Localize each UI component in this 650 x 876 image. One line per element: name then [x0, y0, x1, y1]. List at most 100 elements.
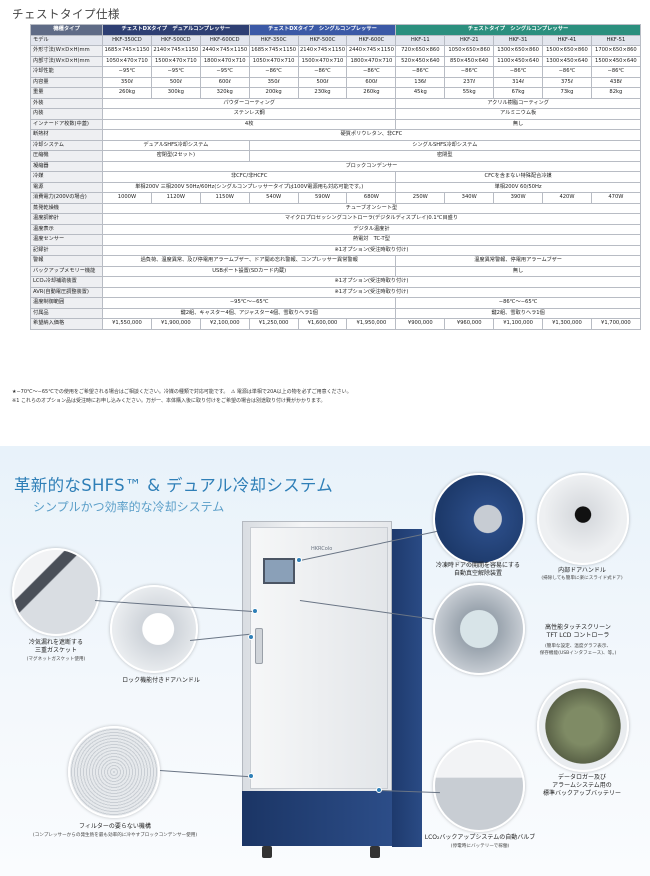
spec-cell: 350ℓ — [102, 76, 152, 88]
spec-cell: −95℃ — [102, 66, 152, 78]
spec-row-label: 断熱材 — [30, 129, 103, 141]
spec-cell: −95℃ — [150, 66, 201, 78]
spec-cell: 無し — [395, 265, 641, 277]
caption-vacuum: 冷凍時ドアの開閉を容易にする 自動真空解除装置 — [428, 562, 528, 578]
price-cell: ¥2,100,000 — [199, 318, 250, 330]
price-cell: ¥1,600,000 — [297, 318, 348, 330]
price-cell: ¥1,900,000 — [150, 318, 201, 330]
callout-dot — [252, 608, 258, 614]
spec-cell: −86℃ — [590, 66, 641, 78]
spec-cell: 230kg — [297, 87, 348, 99]
callout-dot — [248, 634, 254, 640]
caption-touchscreen-sub: (簡単な設定、温度グラフ表示、 保存機能(USBインタフェース)、等。) — [539, 644, 617, 656]
battery-photo — [537, 680, 629, 772]
gasket-photo — [12, 548, 100, 636]
spec-row-label: 温度表示 — [30, 223, 103, 235]
spec-cell: 2140×745×1150 — [297, 45, 348, 57]
caption-vacuum-text: 冷凍時ドアの開閉を容易にする 自動真空解除装置 — [435, 562, 521, 577]
callout-dot — [248, 773, 254, 779]
section-title: チェストタイプ仕様 — [12, 7, 120, 21]
model-name: HKF-51 — [590, 34, 641, 46]
spec-cell: 1150W — [199, 192, 250, 204]
spec-cell: −86℃ — [297, 66, 348, 78]
spec-cell: 73kg — [542, 87, 592, 99]
spec-cell: 2440×745×1150 — [199, 45, 250, 57]
spec-row: 温度センサー熱電対 TC-T型 — [30, 234, 641, 246]
spec-cell: 熱電対 TC-T型 — [102, 234, 641, 246]
spec-header-cell: チェストDXタイプ デュアルコンプレッサー — [102, 24, 250, 36]
spec-cell: 単相200V 三相200V 50Hz/60Hz(シングルコンプレッサータイプは1… — [101, 181, 397, 193]
lock-handle-photo — [110, 585, 198, 673]
spec-cell: 1100×450×640 — [493, 55, 544, 67]
spec-row-label: モデル — [30, 34, 103, 46]
spec-cell: CFCを含まない特殊配合冷媒 — [395, 171, 641, 183]
spec-cell: 1500×470×710 — [297, 55, 348, 67]
spec-cell: 82kg — [590, 87, 641, 99]
spec-row-label: 温度制御範囲 — [30, 297, 103, 309]
spec-cell: 600ℓ — [346, 76, 397, 88]
model-name: HKF-350CD — [102, 34, 152, 46]
spec-cell: 680W — [346, 192, 397, 204]
spec-cell: 200kg — [248, 87, 299, 99]
model-name: HKF-350C — [248, 34, 299, 46]
spec-row: 温度調節計マイクロプロセッシングコントローラ(デジタルディスプレイ)0.1℃目盛… — [30, 213, 641, 225]
price-cell: ¥1,300,000 — [542, 318, 592, 330]
footnote-cooling: ★−70℃〜−65℃での使用をご希望される場合はご相談ください。冷媒の種類で対応… — [12, 389, 352, 395]
spec-row-label: LCO₂冷却補助装置 — [30, 276, 103, 288]
spec-cell: 500ℓ — [297, 76, 348, 88]
caption-touchscreen: 高性能タッチスクリーン TFT LCD コントローラ — [545, 624, 611, 639]
spec-cell: シングルSHFS冷却システム — [248, 139, 641, 151]
spec-row-label: AVR(自動電圧調整装置) — [30, 286, 103, 298]
spec-header-row: 機種タイプチェストDXタイプ デュアルコンプレッサーチェストDXタイプ シングル… — [30, 24, 641, 36]
spec-cell: ※1オプション(受注時取り付け) — [102, 276, 641, 288]
vacuum-release-photo — [433, 473, 525, 565]
spec-row-label: バックアップメモリー機能 — [30, 265, 103, 277]
spec-cell: 4枚 — [101, 118, 397, 130]
spec-cell: 1685×745×1150 — [248, 45, 299, 57]
spec-cell: アルミニウム板 — [395, 108, 641, 120]
spec-cell: 1120W — [150, 192, 201, 204]
spec-cell: 314ℓ — [493, 76, 544, 88]
spec-row-label: 冷却システム — [30, 139, 103, 151]
caption-filter-sub: (コンプレッサーからの発生熱を最も効率的に冷やすブロックコンデンサー使用) — [32, 833, 198, 838]
spec-cell: 1300×450×640 — [542, 55, 592, 67]
spec-cell: 237ℓ — [444, 76, 495, 88]
spec-row: 温度制御範囲−95℃〜−65℃−86℃〜−65℃ — [30, 297, 641, 309]
door-handle — [255, 628, 263, 664]
spec-cell: 硬質ポリウレタン、非CFC — [102, 129, 641, 141]
spec-cell: 1800×470×710 — [346, 55, 397, 67]
spec-row-label: 内装 — [30, 108, 103, 120]
touchscreen-photo — [433, 583, 525, 675]
freezer-side-panel — [392, 529, 422, 847]
spec-cell: 単相200V 60/50Hz — [395, 181, 641, 193]
spec-cell: 590W — [297, 192, 348, 204]
spec-row: 内装ステンレス鋼アルミニウム板 — [30, 108, 641, 120]
caster-wheel — [370, 846, 380, 858]
spec-row-label: 内部寸法(W×D×H)mm — [30, 55, 103, 67]
feature-headline: 革新的なSHFS™ & デュアル冷却システム — [14, 476, 334, 495]
callout-dot — [296, 557, 302, 563]
spec-cell: 260kg — [102, 87, 152, 99]
spec-cell: 850×450×640 — [444, 55, 495, 67]
spec-cell: 420W — [542, 192, 592, 204]
model-name: HKF-11 — [395, 34, 446, 46]
spec-row-label: 内容量 — [30, 76, 103, 88]
footnote-options: ※1 これらのオプション品は受注時にお申し込みください。万が一、本体購入後に取り… — [12, 398, 326, 404]
caption-valve: LCO₂バックアップシステムの自動バルブ — [424, 834, 536, 841]
model-name: HKF-31 — [493, 34, 544, 46]
freezer-illustration: HKRColo — [242, 521, 422, 862]
spec-cell: 540W — [248, 192, 299, 204]
spec-cell: −86℃ — [493, 66, 544, 78]
caption-inner-handle: 内部ドアハンドル — [532, 567, 632, 575]
spec-row: インナードア枚数(中蓋)4枚無し — [30, 118, 641, 130]
spec-row: LCO₂冷却補助装置※1オプション(受注時取り付け) — [30, 276, 641, 288]
caption-filter: フィルターの要らない機構 — [79, 823, 151, 830]
spec-cell: 55kg — [444, 87, 495, 99]
spec-row-label: 付属品 — [30, 307, 103, 319]
spec-cell: 500ℓ — [150, 76, 201, 88]
